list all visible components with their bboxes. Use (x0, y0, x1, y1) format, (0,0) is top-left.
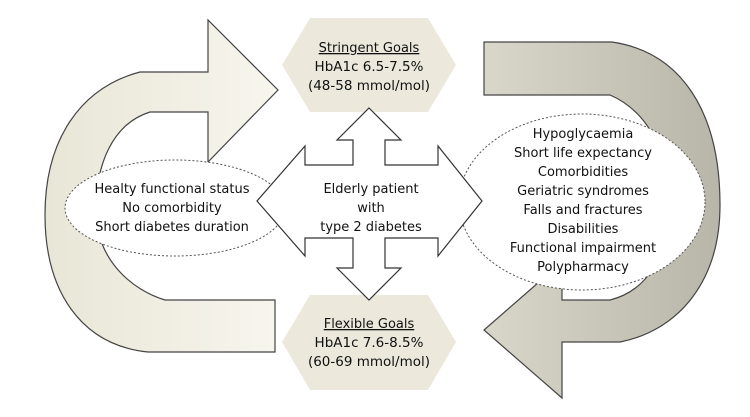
flexible-goals-hba1c: HbA1c 7.6-8.5% (315, 335, 424, 351)
flexible-goals-title: Flexible Goals (324, 317, 415, 332)
center-line-1: Elderly patient (323, 182, 418, 197)
flexible-goals-mmol: (60-69 mmol/mol) (308, 354, 430, 370)
right-factor-2: Short life expectancy (514, 146, 652, 161)
four-way-arrow (256, 107, 483, 301)
left-factor-3: Short diabetes duration (95, 220, 249, 235)
left-factor-1: Healty functional status (94, 182, 249, 197)
right-factor-4: Geriatric syndromes (517, 184, 649, 199)
left-curved-arrow (44, 18, 279, 353)
right-factor-1: Hypoglycaemia (533, 127, 634, 142)
left-factor-2: No comorbidity (122, 201, 222, 216)
stringent-goals-mmol: (48-58 mmol/mol) (308, 78, 430, 94)
right-factor-6: Disabilities (548, 222, 619, 237)
right-factor-8: Polypharmacy (537, 260, 629, 275)
stringent-goals-title: Stringent Goals (319, 41, 420, 56)
right-factor-5: Falls and fractures (523, 203, 642, 218)
stringent-goals-hexagon (282, 18, 456, 112)
center-line-2: with (357, 201, 385, 216)
center-line-3: type 2 diabetes (320, 220, 422, 235)
right-factor-3: Comorbidities (538, 165, 628, 180)
flexible-goals-hexagon (282, 295, 456, 390)
right-factor-7: Functional impairment (510, 241, 656, 256)
stringent-goals-hba1c: HbA1c 6.5-7.5% (315, 59, 424, 75)
